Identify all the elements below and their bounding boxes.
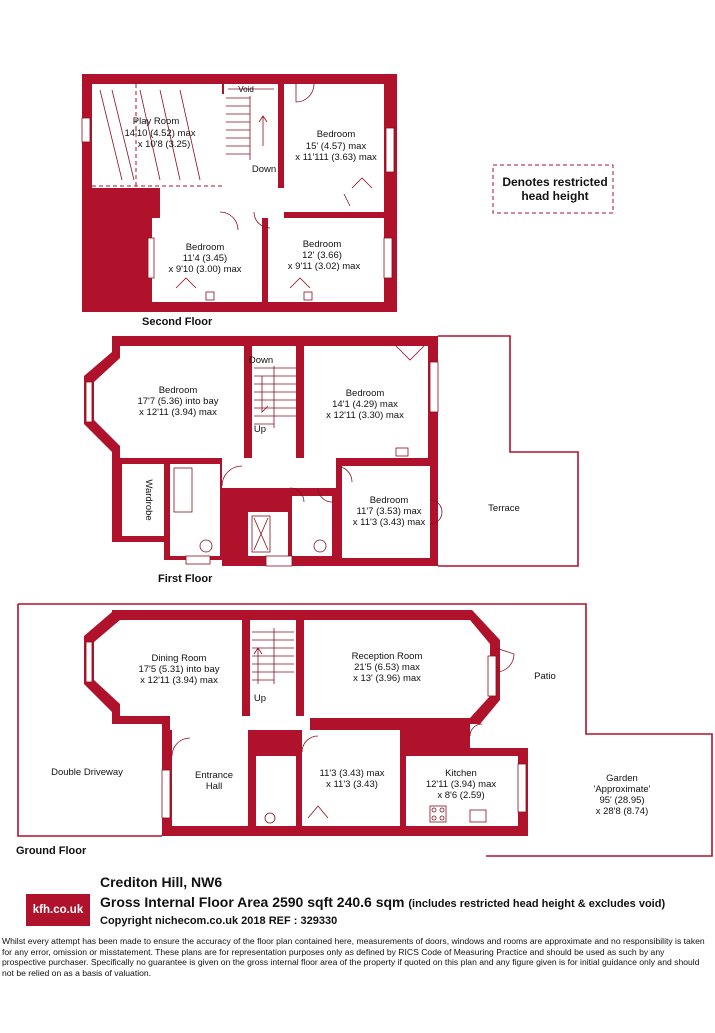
ff-bedroom3-name: Bedroom bbox=[370, 495, 409, 506]
ff-stairs-down: Down bbox=[249, 355, 273, 366]
playroom-dim-2: x 10'8 (3.25) bbox=[138, 139, 191, 150]
first-floor-label: First Floor bbox=[158, 573, 213, 585]
kitchen-dim-2: x 8'6 (2.59) bbox=[437, 790, 484, 801]
sf-bedroom2-dim-2: x 9'10 (3.00) max bbox=[168, 264, 241, 275]
gf-room-dim-2: x 11'3 (3.43) bbox=[326, 779, 378, 790]
restricted-head-height-legend: Denotes restricted head height bbox=[492, 164, 614, 214]
floor-area-line: Gross Internal Floor Area 2590 sqft 240.… bbox=[100, 894, 665, 910]
legend-line-1: Denotes restricted bbox=[502, 175, 607, 189]
playroom-name: Play Room bbox=[133, 116, 180, 127]
wardrobe-label: Wardrobe bbox=[143, 479, 154, 520]
ff-bedroom2-name: Bedroom bbox=[346, 388, 385, 399]
ff-bedroom3-dim-1: 11'7 (3.53) max bbox=[356, 506, 421, 517]
ff-bedroom1-dim-2: x 12'11 (3.94) max bbox=[139, 407, 217, 418]
driveway-label: Double Driveway bbox=[51, 767, 123, 778]
second-floor-label: Second Floor bbox=[142, 316, 213, 328]
playroom-dim-1: 14'10 (4.52) max bbox=[125, 128, 196, 139]
ground-floor-label: Ground Floor bbox=[16, 845, 87, 857]
sf-bedroom2-name: Bedroom bbox=[186, 242, 225, 253]
kitchen-dim-1: 12'11 (3.94) max bbox=[426, 779, 497, 790]
ff-bedroom2-dim-1: 14'1 (4.29) max bbox=[332, 399, 398, 410]
disclaimer-text: Whilst every attempt has been made to en… bbox=[2, 936, 705, 978]
gf-stairs-up: Up bbox=[254, 693, 266, 704]
garden-line-3: 95' (28.95) bbox=[599, 795, 644, 806]
reception-room-dim-2: x 13' (3.96) max bbox=[353, 673, 421, 684]
garden-line-2: 'Approximate' bbox=[594, 784, 651, 795]
garden-line-1: Garden bbox=[606, 773, 638, 784]
ff-stairs-up: Up bbox=[254, 424, 266, 435]
area-note: (includes restricted head height & exclu… bbox=[408, 898, 666, 910]
void-label: Void bbox=[238, 85, 254, 94]
agency-logo[interactable]: kfh.co.uk bbox=[26, 894, 90, 926]
gf-room-dim-1: 11'3 (3.43) max bbox=[319, 768, 384, 779]
sf-bedroom1-name: Bedroom bbox=[317, 129, 356, 140]
ff-bedroom3-dim-2: x 11'3 (3.43) max bbox=[353, 517, 426, 528]
patio-label: Patio bbox=[534, 671, 556, 682]
copyright-line: Copyright nichecom.co.uk 2018 REF : 3293… bbox=[100, 915, 338, 927]
first-floor-plan: Terrace Down Up Bedroom 17'7 (5.36) into… bbox=[84, 335, 579, 585]
dining-room-dim-1: 17'5 (5.31) into bay bbox=[138, 664, 219, 675]
ff-bedroom2-dim-2: x 12'11 (3.30) max bbox=[326, 410, 404, 421]
second-floor-stairs-label: Down bbox=[252, 164, 276, 175]
dining-room-dim-2: x 12'11 (3.94) max bbox=[140, 675, 218, 686]
second-floor-plan: Void Down Play Room 14'10 (4.52) max x 1… bbox=[81, 74, 397, 328]
property-address: Crediton Hill, NW6 bbox=[100, 874, 223, 890]
entrance-hall-name: Entrance bbox=[195, 770, 233, 781]
sf-bedroom2-dim-1: 11'4 (3.45) bbox=[183, 253, 227, 264]
ground-floor-plan: Double Driveway Patio Garden 'Approximat… bbox=[16, 603, 713, 857]
gross-internal-area: Gross Internal Floor Area 2590 sqft 240.… bbox=[100, 894, 405, 910]
sf-bedroom3-dim-2: x 9'11 (3.02) max bbox=[288, 261, 361, 272]
reception-room-dim-1: 21'5 (6.53) max bbox=[354, 662, 420, 673]
ff-bedroom1-dim-1: 17'7 (5.36) into bay bbox=[137, 396, 218, 407]
entrance-hall-name-2: Hall bbox=[206, 781, 222, 792]
sf-bedroom1-dim-1: 15' (4.57) max bbox=[306, 141, 367, 152]
ff-bedroom1-name: Bedroom bbox=[159, 385, 198, 396]
reception-room-name: Reception Room bbox=[352, 651, 423, 662]
sf-bedroom3-dim-1: 12' (3.66) bbox=[302, 250, 342, 261]
sf-bedroom1-dim-2: x 11'111 (3.63) max bbox=[295, 152, 377, 163]
legend-line-2: head height bbox=[521, 189, 588, 203]
terrace-label: Terrace bbox=[488, 503, 520, 514]
garden-line-4: x 28'8 (8.74) bbox=[596, 806, 649, 817]
dining-room-name: Dining Room bbox=[152, 653, 207, 664]
kitchen-name: Kitchen bbox=[445, 768, 477, 779]
sf-bedroom3-name: Bedroom bbox=[303, 239, 342, 250]
